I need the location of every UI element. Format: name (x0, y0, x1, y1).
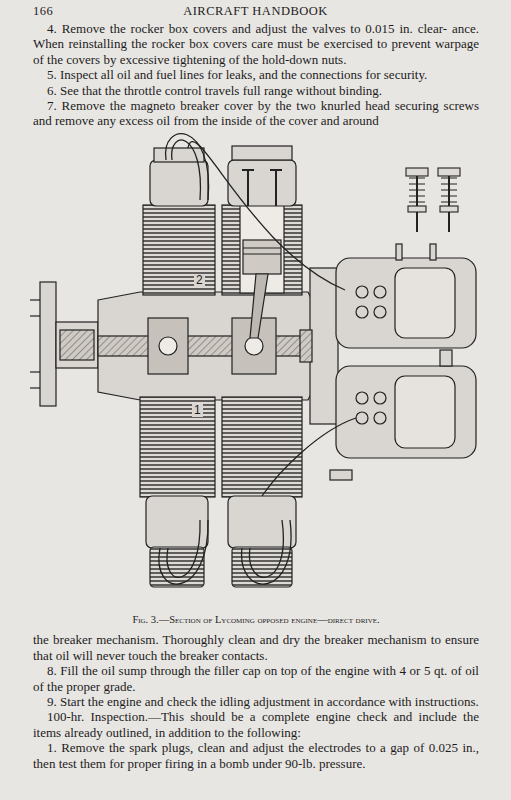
body-paragraph: 8. Fill the oil sump through the filler … (33, 663, 479, 694)
body-paragraph: 4. Remove the rocker box covers and adju… (33, 21, 479, 67)
body-paragraph: 5. Inspect all oil and fuel lines for le… (33, 67, 479, 82)
callout-number: 1 (192, 404, 203, 417)
body-paragraph: 1. Remove the spark plugs, clean and adj… (33, 740, 479, 771)
callout-number: 2 (194, 274, 205, 287)
body-paragraph: 6. See that the throttle control travels… (33, 83, 479, 98)
page-number: 166 (33, 4, 73, 19)
body-paragraph: 9. Start the engine and check the idling… (33, 694, 479, 709)
body-paragraph: 100-hr. Inspection.—This should be a com… (33, 709, 479, 740)
running-head: AIRCRAFT HANDBOOK (0, 4, 511, 19)
body-paragraph: 7. Remove the magneto breaker cover by t… (33, 98, 479, 129)
body-paragraph: the breaker mechanism. Thoroughly clean … (33, 632, 479, 663)
figure-caption: Fig. 3.—Section of Lycoming opposed engi… (33, 612, 479, 627)
